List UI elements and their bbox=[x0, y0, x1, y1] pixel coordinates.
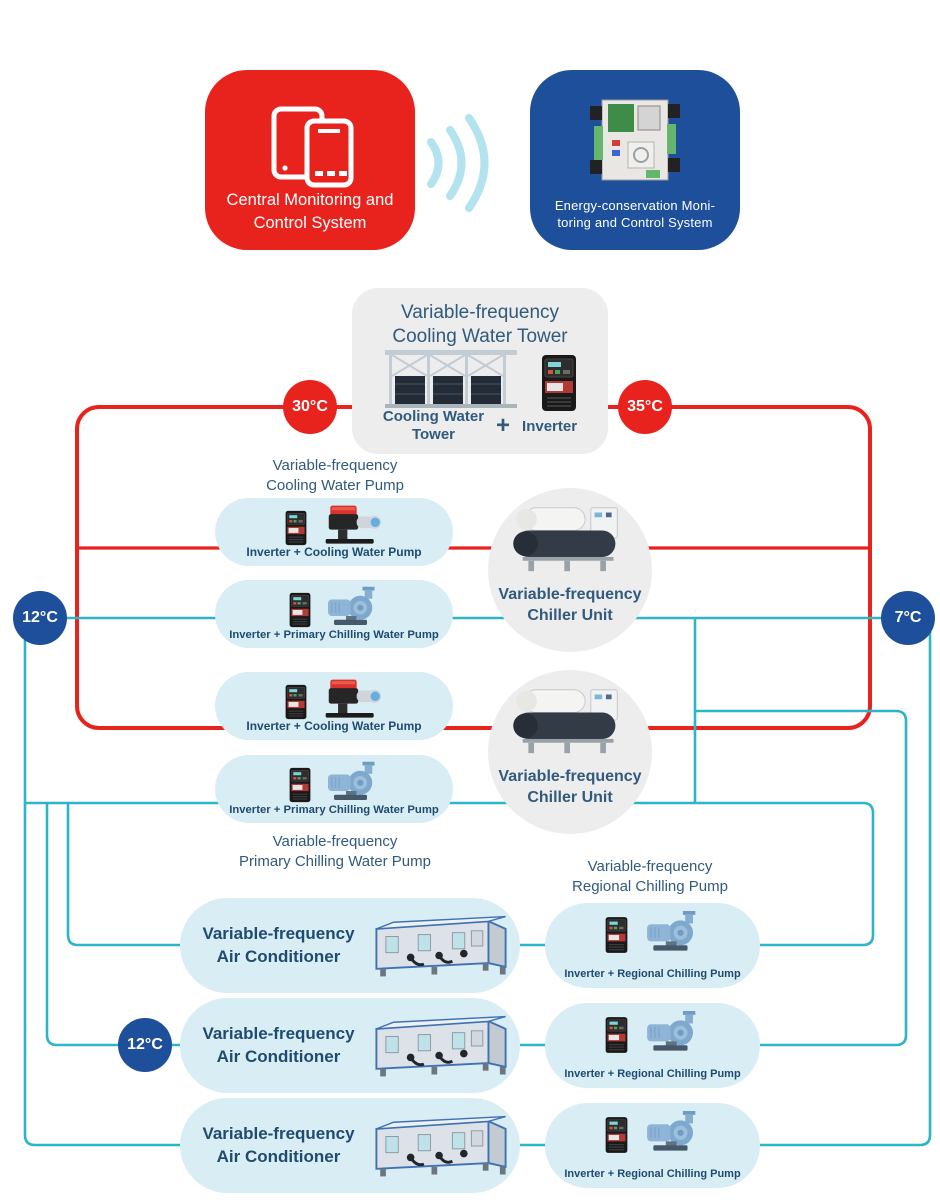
inverter-icon bbox=[605, 1116, 628, 1154]
pill-label: Inverter + Regional Chilling Pump bbox=[564, 1168, 741, 1180]
cooling-tower-panel: Variable-frequency Cooling Water Tower C… bbox=[352, 288, 608, 454]
inverter-icon bbox=[285, 684, 307, 720]
regional-pump-pill-1: Inverter + Regional Chilling Pump bbox=[545, 903, 760, 988]
temp-badge-7c: 7°C bbox=[881, 591, 935, 645]
primary-pump-pill-1: Inverter + Primary Chilling Water Pump bbox=[215, 580, 453, 648]
air-conditioner-pill-3: Variable-frequency Air Conditioner bbox=[180, 1098, 520, 1193]
red-pump-icon bbox=[321, 504, 383, 546]
cooling-pump-pill-1: Inverter + Cooling Water Pump bbox=[215, 498, 453, 566]
temp-badge-30c: 30°C bbox=[283, 380, 337, 434]
energy-monitoring-box: Energy-conservation Moni- toring and Con… bbox=[530, 70, 740, 250]
blue-pump-icon bbox=[325, 761, 379, 803]
cooling-tower-icon bbox=[383, 346, 519, 412]
air-handler-icon bbox=[365, 1008, 517, 1084]
chiller-label: Variable-frequency Chiller Unit bbox=[498, 586, 642, 625]
plus-sign: + bbox=[496, 412, 511, 439]
inverter-icon bbox=[541, 354, 577, 412]
inverter-icon bbox=[605, 1016, 628, 1054]
pill-label: Inverter + Primary Chilling Water Pump bbox=[229, 629, 439, 641]
air-conditioner-label: Variable-frequency Air Conditioner bbox=[202, 1023, 355, 1066]
air-conditioner-label: Variable-frequency Air Conditioner bbox=[202, 923, 355, 966]
hot-water-loop bbox=[75, 405, 872, 730]
temp-badge-12c-mid: 12°C bbox=[118, 1018, 172, 1072]
inverter-icon bbox=[289, 767, 311, 803]
blue-pump-icon bbox=[644, 1010, 700, 1054]
inverter-icon bbox=[285, 510, 307, 546]
central-monitoring-label: Central Monitoring and Control System bbox=[226, 191, 394, 232]
primary-chilling-pump-label: Variable-frequency Primary Chilling Wate… bbox=[239, 833, 431, 870]
energy-monitoring-label: Energy-conservation Moni- toring and Con… bbox=[554, 197, 716, 231]
chiller-unit-2: Variable-frequency Chiller Unit bbox=[488, 670, 652, 834]
pill-label: Inverter + Regional Chilling Pump bbox=[564, 968, 741, 980]
red-pump-icon bbox=[321, 678, 383, 720]
pill-images bbox=[545, 1010, 760, 1054]
cooling-water-pump-label: Variable-frequency Cooling Water Pump bbox=[266, 457, 404, 494]
inverter-icon bbox=[605, 916, 628, 954]
blue-pump-icon bbox=[644, 1110, 700, 1154]
pill-images bbox=[545, 1110, 760, 1154]
chilled-water-lines bbox=[23, 616, 932, 1147]
blue-pump-icon bbox=[325, 586, 379, 628]
tablet-phone-icon bbox=[271, 106, 354, 188]
cooling-tower-title: Variable-frequency Cooling Water Tower bbox=[392, 302, 568, 347]
cooling-tower-images bbox=[352, 346, 608, 412]
air-handler-icon bbox=[365, 908, 517, 984]
pill-images bbox=[545, 910, 760, 954]
inverter-label: Inverter bbox=[522, 417, 578, 435]
central-monitoring-box: Central Monitoring and Control System bbox=[205, 70, 415, 250]
pill-images bbox=[215, 678, 453, 720]
pill-images bbox=[215, 586, 453, 628]
chiller-icon bbox=[488, 686, 652, 756]
cooling-pump-pill-2: Inverter + Cooling Water Pump bbox=[215, 672, 453, 740]
chiller-unit-1: Variable-frequency Chiller Unit bbox=[488, 488, 652, 652]
regional-chilling-pump-label: Variable-frequency Regional Chilling Pum… bbox=[572, 858, 728, 895]
pill-label: Inverter + Regional Chilling Pump bbox=[564, 1068, 741, 1080]
air-conditioner-pill-1: Variable-frequency Air Conditioner bbox=[180, 898, 520, 993]
air-handler-icon bbox=[365, 1108, 517, 1184]
temp-badge-35c: 35°C bbox=[618, 380, 672, 434]
cooling-tower-caption: Cooling Water Tower + Inverter bbox=[352, 408, 608, 444]
regional-pump-pill-3: Inverter + Regional Chilling Pump bbox=[545, 1103, 760, 1188]
air-conditioner-label: Variable-frequency Air Conditioner bbox=[202, 1123, 355, 1166]
signal-waves-icon bbox=[427, 114, 489, 212]
pill-images bbox=[215, 504, 453, 546]
pill-images bbox=[215, 761, 453, 803]
inverter-icon bbox=[289, 592, 311, 628]
pill-label: Inverter + Primary Chilling Water Pump bbox=[229, 804, 439, 816]
circuit-board-icon bbox=[590, 99, 680, 181]
primary-pump-pill-2: Inverter + Primary Chilling Water Pump bbox=[215, 755, 453, 823]
pill-label: Inverter + Cooling Water Pump bbox=[246, 545, 422, 559]
blue-pump-icon bbox=[644, 910, 700, 954]
chiller-icon bbox=[488, 504, 652, 574]
chiller-label: Variable-frequency Chiller Unit bbox=[498, 768, 642, 807]
regional-pump-pill-2: Inverter + Regional Chilling Pump bbox=[545, 1003, 760, 1088]
pill-label: Inverter + Cooling Water Pump bbox=[246, 719, 422, 733]
cooling-tower-label: Cooling Water Tower bbox=[382, 408, 485, 443]
air-conditioner-pill-2: Variable-frequency Air Conditioner bbox=[180, 998, 520, 1093]
temp-badge-12c-left: 12°C bbox=[13, 591, 67, 645]
